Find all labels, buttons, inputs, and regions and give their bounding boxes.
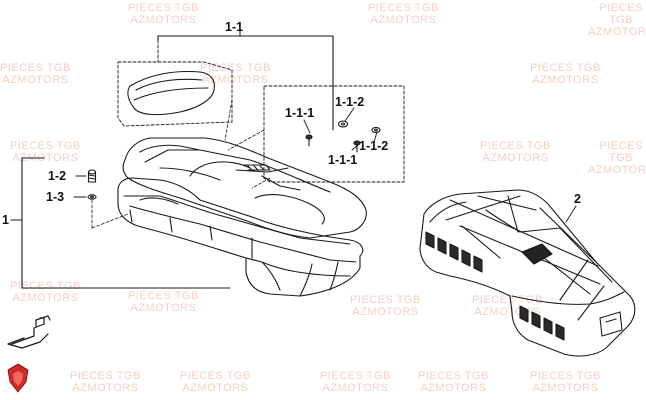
front-direction-arrow-icon	[7, 315, 51, 349]
top-pad	[127, 71, 215, 116]
callout-1-1: 1-1	[225, 20, 243, 34]
callout-2: 2	[574, 192, 581, 206]
storage-case-part-1	[117, 137, 367, 297]
fastener-1-1-2-upper	[337, 120, 349, 128]
callout-1-1-2-lower: 1-1-2	[359, 139, 388, 153]
fastener-1-1-1-upper	[305, 134, 313, 147]
callout-1: 1	[2, 213, 9, 227]
callout-1-1-1-upper: 1-1-1	[285, 106, 314, 120]
callout-1-1-2-upper: 1-1-2	[335, 95, 364, 109]
callout-1-1-1-lower: 1-1-1	[328, 153, 357, 167]
screw-part-1-2	[87, 169, 97, 183]
bracket-part-1	[10, 157, 231, 289]
callout-1-3: 1-3	[46, 190, 64, 204]
brand-shield-logo-icon	[7, 363, 29, 393]
fastener-dashed-box	[263, 85, 405, 183]
callout-1-2: 1-2	[48, 169, 66, 183]
fastener-1-1-1-lower	[353, 140, 361, 153]
pad-dashed-box	[117, 61, 233, 127]
bracket-part-1-1	[157, 29, 334, 131]
case-cover-part-2	[419, 189, 636, 357]
fastener-1-1-2-lower	[371, 126, 381, 134]
washer-part-1-3	[87, 194, 97, 200]
